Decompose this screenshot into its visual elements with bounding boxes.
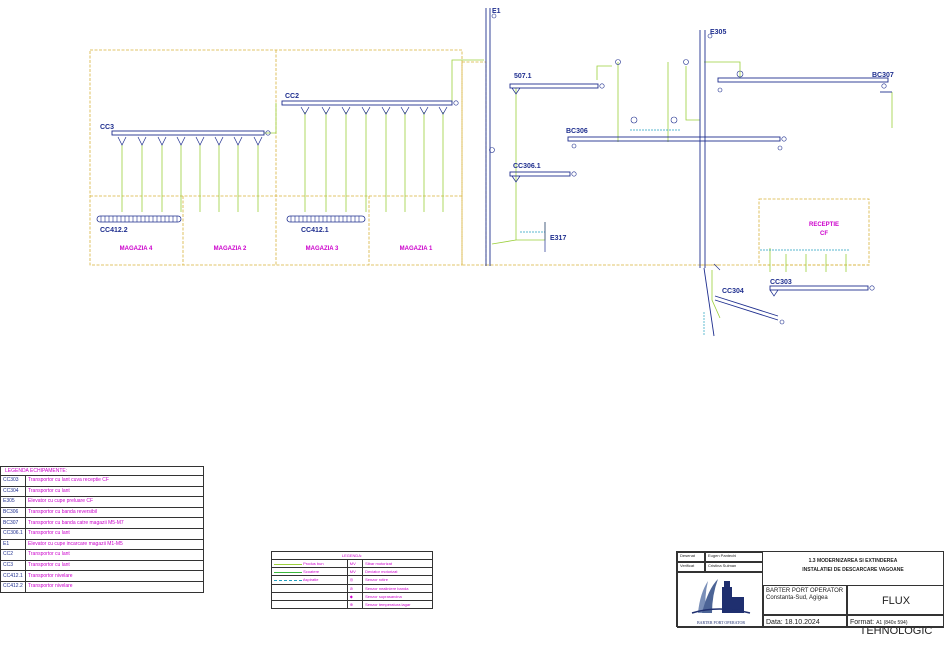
table-row: Scoatere MV Deviator motorizat	[271, 567, 433, 577]
product-lines	[121, 59, 893, 319]
label-507-1: 507.1	[514, 73, 532, 80]
label-cc304: CC304	[722, 288, 744, 295]
drawn-label: Desenat	[677, 552, 705, 562]
company-info: BARTER PORT OPERATOR Constanta-Sud, Agig…	[763, 585, 847, 615]
label-bc307: BC307	[872, 72, 894, 79]
label-magazia-4: MAGAZIA 4	[120, 246, 153, 252]
format-field: Format: A1 (840x 594)	[847, 615, 944, 628]
label-e305: E305	[710, 29, 726, 36]
misalignment-sensor-icon: ⊘	[346, 583, 364, 593]
company-logo: BARTER PORT OPERATOR	[677, 572, 763, 628]
table-row: ◆ Senzor suprasarcina	[271, 591, 433, 601]
label-cc3: CC3	[100, 124, 114, 131]
leveling-conveyors	[96, 215, 366, 223]
checked-label: Verificat	[677, 562, 705, 572]
equipment-legend-title: LEGENDA ECHIPAMENTE:	[0, 466, 204, 476]
title-block: Desenat Eugen Pantechi Verificat Cristin…	[676, 551, 944, 637]
elevators	[485, 8, 715, 337]
label-magazia-3: MAGAZIA 3	[306, 246, 339, 252]
label-bc306: BC306	[566, 128, 588, 135]
project-title: 1.3 MODERNIZAREA SI EXTINDEREA INSTALATI…	[802, 558, 904, 573]
table-row: Produs bun MV Sibar motorizat	[271, 558, 433, 569]
table-row: ⊘ Senzor nealiniere banda	[271, 583, 433, 593]
overload-sensor-icon: ◆	[346, 591, 364, 601]
label-cc412-2: CC412.2	[100, 227, 128, 234]
line-legend: LEGENDA: Produs bun MV Sibar motorizat S…	[271, 551, 433, 610]
label-cc303: CC303	[770, 279, 792, 286]
discharge-gates	[117, 87, 779, 297]
line-legend-title: LEGENDA:	[271, 551, 433, 560]
label-e1: E1	[492, 8, 501, 15]
conveyors	[111, 77, 892, 321]
drawn-name: Eugen Pantechi	[705, 552, 763, 562]
flow-diagram: CC3 CC2 CC412.2 CC412.1 E1 507.1 E305 BC…	[89, 8, 894, 337]
label-receptie-cf: CF	[820, 231, 828, 237]
date-field: Data: 18.10.2024	[763, 615, 847, 628]
product-line-swatch	[274, 563, 302, 565]
pulley-markers	[265, 13, 887, 325]
temperature-sensor-icon: ⊕	[346, 599, 364, 610]
table-row: ⊕ Senzor temperatura lagar	[271, 599, 433, 610]
aspiration-line-swatch	[274, 579, 302, 581]
warehouse-building	[89, 49, 870, 266]
label-receptie: RECEPTIE	[809, 222, 839, 228]
label-magazia-2: MAGAZIA 2	[214, 246, 247, 252]
label-cc2: CC2	[285, 93, 299, 100]
drawing-title: FLUX TEHNOLOGIC	[847, 585, 944, 637]
label-e317: E317	[550, 235, 566, 242]
discharge-line-swatch	[274, 571, 302, 573]
aspiration-lines	[520, 129, 850, 336]
table-row: Aspiratie ◎ Senzor rotire	[271, 575, 433, 585]
checked-name: Cristina Sulman	[705, 562, 763, 572]
label-cc412-1: CC412.1	[301, 227, 329, 234]
rotation-sensor-icon: ◎	[346, 575, 364, 585]
label-magazia-1: MAGAZIA 1	[400, 246, 433, 252]
lighthouse-logo-icon	[691, 579, 751, 614]
label-cc306-1: CC306.1	[513, 163, 541, 170]
